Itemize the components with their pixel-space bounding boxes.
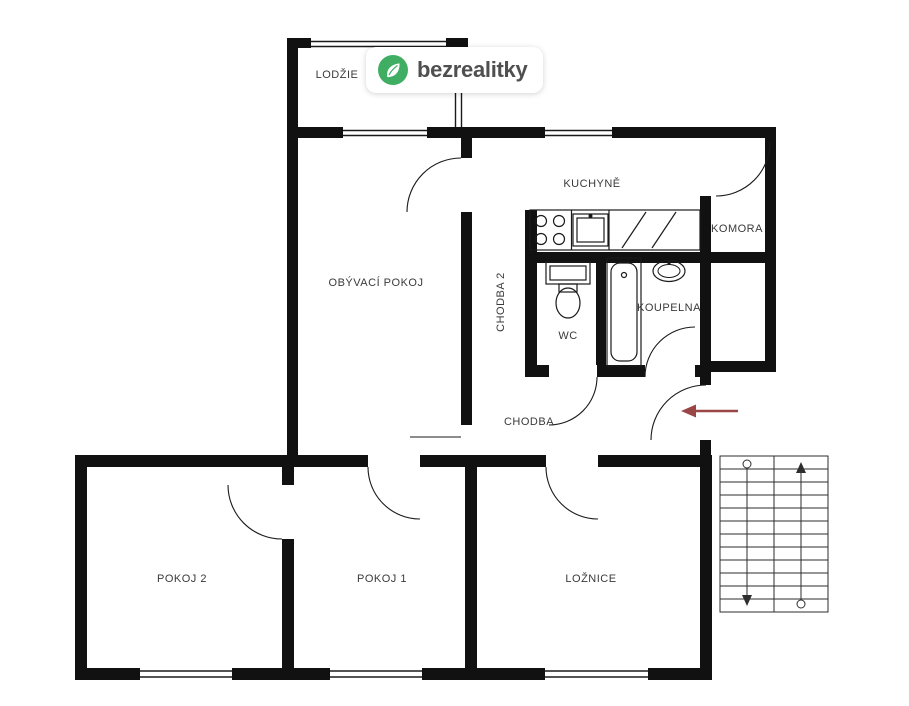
- stove-icon: [534, 214, 566, 246]
- room-label-wc: WC: [558, 330, 577, 342]
- staircase: [719, 455, 829, 613]
- entrance-arrow: [681, 404, 738, 418]
- stairs-end-marker: [796, 599, 806, 609]
- entrance-arrow-head: [681, 404, 696, 418]
- door-arcs-path: [227, 141, 771, 540]
- bezrealitky-logo: bezrealitky: [366, 47, 544, 93]
- room-label-lodzie: LODŽIE: [316, 68, 359, 81]
- stairs-up-arrowhead: [796, 462, 806, 473]
- room-label-loznice: LOŽNICE: [565, 572, 616, 585]
- room-label-chodba: CHODBA: [504, 416, 554, 428]
- room-label-pokoj-2: POKOJ 2: [157, 573, 207, 585]
- counter-outline: [529, 209, 701, 251]
- room-label-obyvaci-pokoj: OBÝVACÍ POKOJ: [329, 276, 424, 289]
- logo-wordmark: bezrealitky: [417, 57, 528, 82]
- room-label-chodba-2: CHODBA 2: [495, 272, 507, 332]
- stairs-direction-lines: [746, 468, 802, 600]
- stairs-start-marker: [742, 459, 752, 469]
- toilet-icon: [545, 261, 591, 319]
- stairs-down-arrowhead: [742, 595, 752, 606]
- room-label-komora: KOMORA: [711, 223, 763, 235]
- room-label-kuchyne: KUCHYNĚ: [563, 177, 620, 190]
- room-label-pokoj-1: POKOJ 1: [357, 573, 407, 585]
- kitchen-sink-icon: [572, 213, 609, 247]
- stairs-steps: [720, 456, 828, 612]
- washbasin-icon: [652, 259, 686, 283]
- kitchen-counter-icon: [529, 209, 701, 251]
- leaf-icon: [378, 55, 408, 85]
- bathtub-icon: [606, 257, 642, 367]
- walls-path: [75, 38, 776, 680]
- counter-dividers: [570, 210, 677, 250]
- room-label-koupelna: KOUPELNA: [637, 302, 701, 314]
- room-labels: LODŽIE OBÝVACÍ POKOJ KUCHYNĚ KOMORA CHOD…: [157, 68, 763, 585]
